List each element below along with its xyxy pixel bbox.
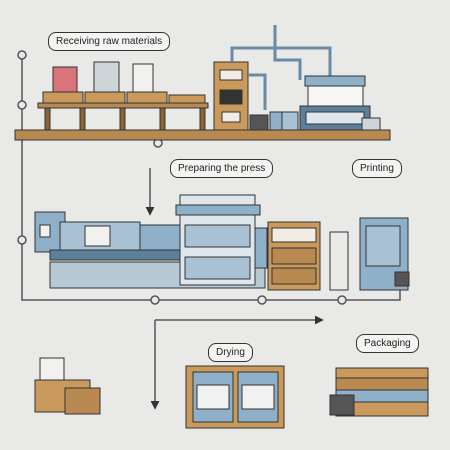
main-press-line <box>34 194 268 289</box>
packaging-station <box>329 367 429 417</box>
label-receiving: Receiving raw materials <box>48 32 171 51</box>
supply-tanks <box>249 111 299 131</box>
top-shelf <box>14 102 391 141</box>
storage-cabinet <box>267 221 349 291</box>
packing-boxes <box>34 357 101 415</box>
drying-rack <box>185 365 285 429</box>
label-packaging: Packaging <box>356 334 419 353</box>
label-drying: Drying <box>208 343 253 362</box>
label-preparing: Preparing the press <box>170 159 274 178</box>
pipes <box>230 25 332 110</box>
label-printing: Printing <box>352 159 402 178</box>
raw-material-stacks <box>42 61 206 104</box>
control-cabinet <box>213 61 249 131</box>
top-printing-press <box>299 75 381 131</box>
printing-machine <box>359 217 410 291</box>
